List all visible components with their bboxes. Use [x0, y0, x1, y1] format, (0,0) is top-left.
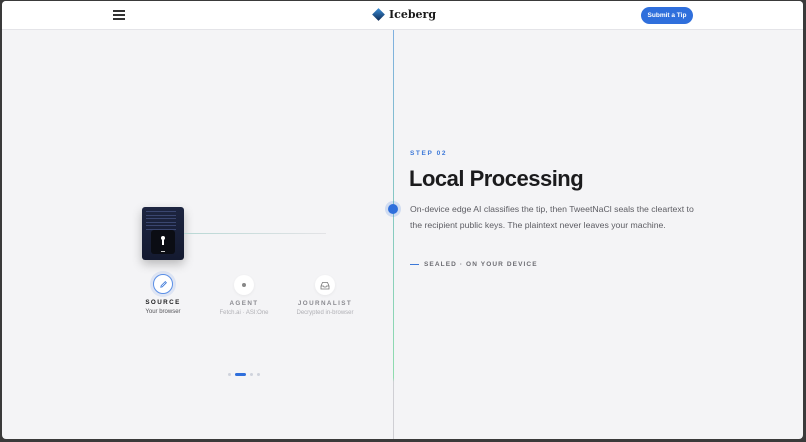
timeline-line	[393, 30, 394, 439]
brand-name: Iceberg	[389, 8, 437, 21]
step-eyebrow: STEP 02	[410, 150, 448, 157]
step-description: On-device edge AI classifies the tip, th…	[410, 204, 694, 230]
page-dot-2-active[interactable]	[235, 373, 246, 376]
node-source[interactable]: SOURCE Your browser	[123, 274, 203, 315]
iceberg-logo-icon	[372, 8, 385, 21]
timeline-marker	[388, 204, 398, 214]
flow-connector	[184, 233, 326, 234]
dash-icon	[410, 264, 419, 265]
node-label: AGENT	[229, 300, 259, 307]
tagline-text: SEALED · ON YOUR DEVICE	[424, 261, 538, 268]
inbox-icon	[315, 275, 335, 295]
node-journalist[interactable]: JOURNALIST Decrypted in-browser	[285, 275, 365, 316]
page-dot-4[interactable]	[257, 373, 260, 376]
page-dot-1[interactable]	[228, 373, 231, 376]
pencil-icon	[153, 274, 173, 294]
step-tagline: SEALED · ON YOUR DEVICE	[410, 261, 538, 268]
step-pagination	[228, 373, 260, 376]
dot-icon	[234, 275, 254, 295]
node-label: SOURCE	[145, 299, 181, 306]
node-sublabel: Fetch.ai · ASI:One	[219, 310, 269, 316]
submit-tip-button[interactable]: Submit a Tip	[641, 7, 693, 24]
node-agent[interactable]: AGENT Fetch.ai · ASI:One	[204, 275, 284, 316]
brand-logo-link[interactable]: Iceberg	[372, 8, 437, 21]
node-label: JOURNALIST	[297, 300, 353, 307]
hamburger-icon[interactable]	[113, 10, 125, 20]
node-sublabel: Your browser	[145, 309, 181, 315]
top-nav: Iceberg Submit a Tip	[2, 1, 803, 30]
step-title: Local Processing	[409, 166, 584, 191]
encrypted-device-illustration	[142, 207, 184, 260]
node-sublabel: Decrypted in-browser	[296, 310, 354, 316]
page-dot-3[interactable]	[250, 373, 253, 376]
